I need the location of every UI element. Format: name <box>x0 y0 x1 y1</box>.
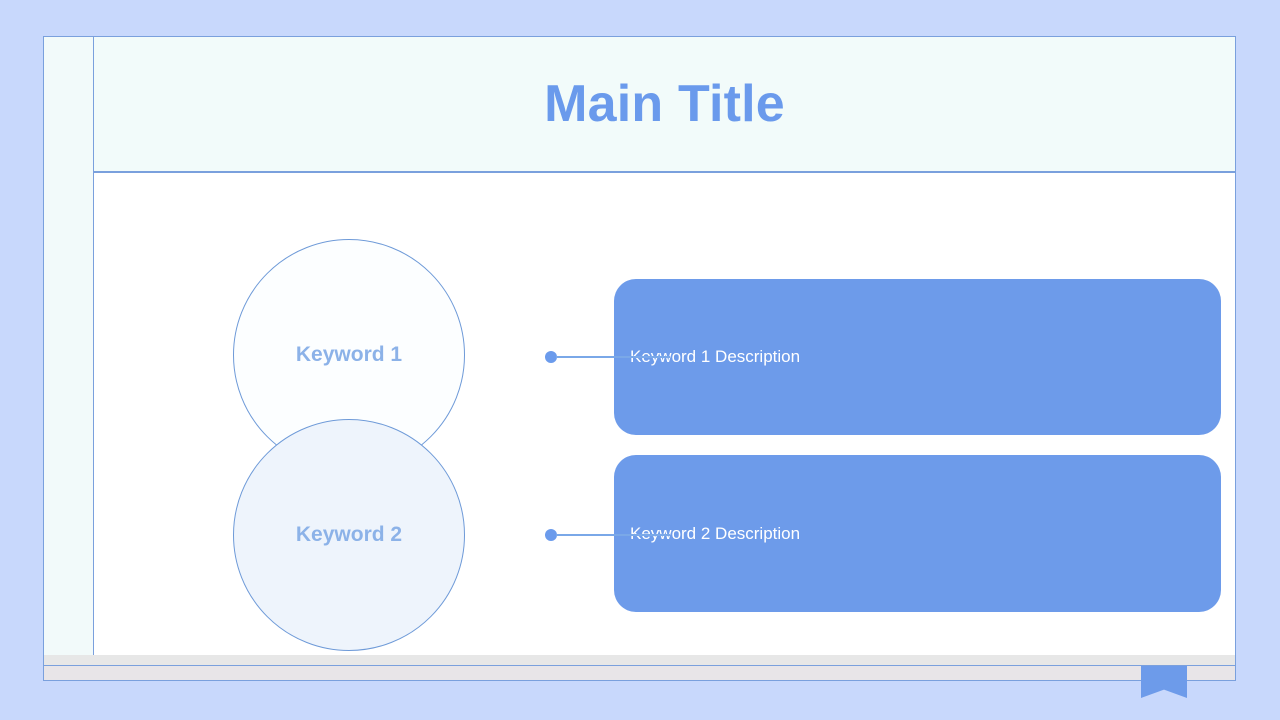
keyword-circle-2-label: Keyword 2 <box>295 523 403 546</box>
slide-content-column: Main Title Keyword 1 Keyword 2 <box>94 37 1235 680</box>
left-rail-strip <box>44 37 94 680</box>
connector-1 <box>545 351 670 363</box>
keyword-circle-2[interactable]: Keyword 2 <box>233 419 465 651</box>
keyword-circle-1-label: Keyword 1 <box>295 343 403 366</box>
slide-body: Keyword 1 Keyword 2 Keyword 1 Descriptio… <box>94 173 1235 680</box>
slide-frame: Main Title Keyword 1 Keyword 2 <box>43 36 1236 681</box>
description-box-1[interactable]: Keyword 1 Description <box>614 279 1221 435</box>
connector-2 <box>545 529 670 541</box>
slide-header: Main Title <box>94 37 1235 173</box>
connector-line-2 <box>556 534 670 536</box>
connector-dot-1-icon <box>545 351 557 363</box>
description-box-2-text: Keyword 2 Description <box>630 523 801 543</box>
description-box-1-text: Keyword 1 Description <box>630 347 801 366</box>
connector-dot-2-icon <box>545 529 557 541</box>
connector-line-1 <box>556 356 670 358</box>
bookmark-ribbon-icon[interactable] <box>1141 666 1187 698</box>
description-box-2[interactable]: Keyword 2 Description <box>614 455 1221 612</box>
page-title: Main Title <box>544 75 785 133</box>
footer-bar-lower <box>43 666 1236 681</box>
footer-bar-upper <box>43 655 1236 666</box>
